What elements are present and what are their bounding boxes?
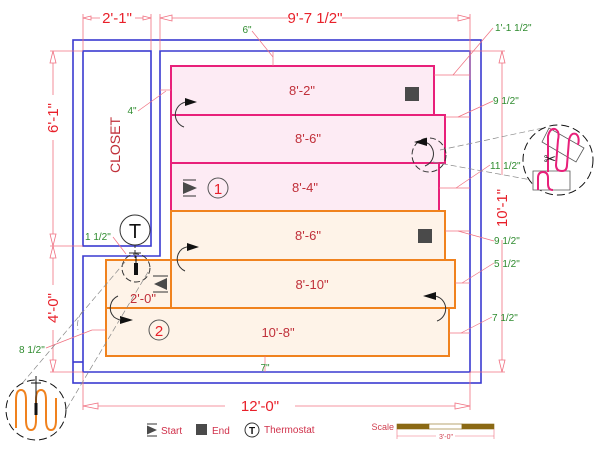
turn-arrow-head (423, 292, 436, 300)
mat-1-run-1 (170, 65, 435, 116)
run-label: 8'-4" (292, 180, 318, 195)
turn-arrow-head (185, 98, 197, 106)
dim-total-height: 10'-1" (494, 189, 511, 227)
clearance-right-r5: 5 1/2" (494, 259, 520, 270)
cut-detail-icon: ✂ (522, 124, 594, 196)
svg-text:3'-0": 3'-0" (439, 434, 453, 441)
turn-arrow-head (414, 138, 427, 146)
turn-arrow-head (187, 243, 199, 251)
clearance-thermostat: 1 1/2" (85, 232, 111, 243)
clearance-right-r3: 11 1/2" (490, 161, 521, 172)
mat-1 (170, 65, 446, 212)
dim-closet-depth: 6'-1" (45, 103, 62, 133)
clearance-leaders (45, 27, 495, 372)
detail-callout-lines (13, 127, 549, 421)
svg-text:1: 1 (214, 181, 222, 198)
svg-text:T: T (129, 221, 141, 243)
mat-2-run-1 (170, 210, 446, 261)
dim-closet-width: 2'-1" (102, 10, 132, 27)
clearance-right-top: 1'-1 1/2" (495, 23, 532, 34)
clearance-bottom: 7" (260, 363, 270, 374)
clearance-right-r4: 9 1/2" (494, 236, 520, 247)
mat-2 (105, 210, 456, 357)
clearance-right-r6: 7 1/2" (492, 313, 518, 324)
svg-text:2: 2 (155, 323, 163, 340)
end-icon (196, 424, 207, 435)
mat-2-run-3 (105, 307, 450, 357)
outer-wall (72, 39, 482, 384)
run-label: 2'-0" (130, 291, 156, 306)
dim-total-width: 12'-0" (241, 398, 279, 415)
legend: Start End T Thermostat (147, 422, 315, 438)
closet-wall (82, 50, 152, 247)
end-marker-icon (418, 229, 432, 243)
svg-text:End: End (212, 426, 230, 437)
mat-2-number: 2 (148, 319, 170, 341)
run-label: 8'-10" (295, 277, 329, 292)
clearance-left-lower: 8 1/2" (19, 345, 45, 356)
dim-main-width: 9'-7 1/2" (288, 10, 343, 27)
sensor-detail-icon (5, 376, 67, 441)
run-label: 10'-8" (261, 325, 295, 340)
mat-1-number: 1 (207, 177, 229, 199)
clearance-right-r2: 9 1/2" (493, 96, 519, 107)
svg-text:Thermostat: Thermostat (264, 425, 315, 436)
scale-bar: Scale 3'-0" (371, 422, 495, 441)
thermostat-legend-icon (244, 422, 260, 438)
thermostat-icon: T (119, 214, 151, 283)
legend-thermostat: T Thermostat (244, 422, 315, 438)
dim-lower-left: 4'-0" (45, 293, 62, 323)
run-label: 8'-2" (289, 83, 315, 98)
start-marker-icon (183, 179, 197, 197)
dimension-arrows (49, 14, 506, 410)
run-label: 8'-6" (295, 228, 321, 243)
scissors-icon: ✂ (544, 150, 557, 168)
svg-text:T: T (249, 426, 255, 437)
closet-label: CLOSET (107, 117, 123, 173)
end-marker-icon (405, 87, 419, 101)
legend-end: End (196, 424, 230, 437)
turn-arrow-head (120, 316, 133, 324)
legend-start: Start (147, 423, 182, 437)
run-label: 8'-6" (295, 131, 321, 146)
mat-1-run-2 (170, 114, 446, 164)
start-icon (147, 425, 157, 435)
clearance-top: 6" (242, 25, 252, 36)
start-marker-icon (153, 275, 168, 293)
svg-text:Start: Start (161, 426, 182, 437)
svg-text:Scale: Scale (371, 422, 394, 432)
clearance-left-upper: 4" (127, 106, 137, 117)
